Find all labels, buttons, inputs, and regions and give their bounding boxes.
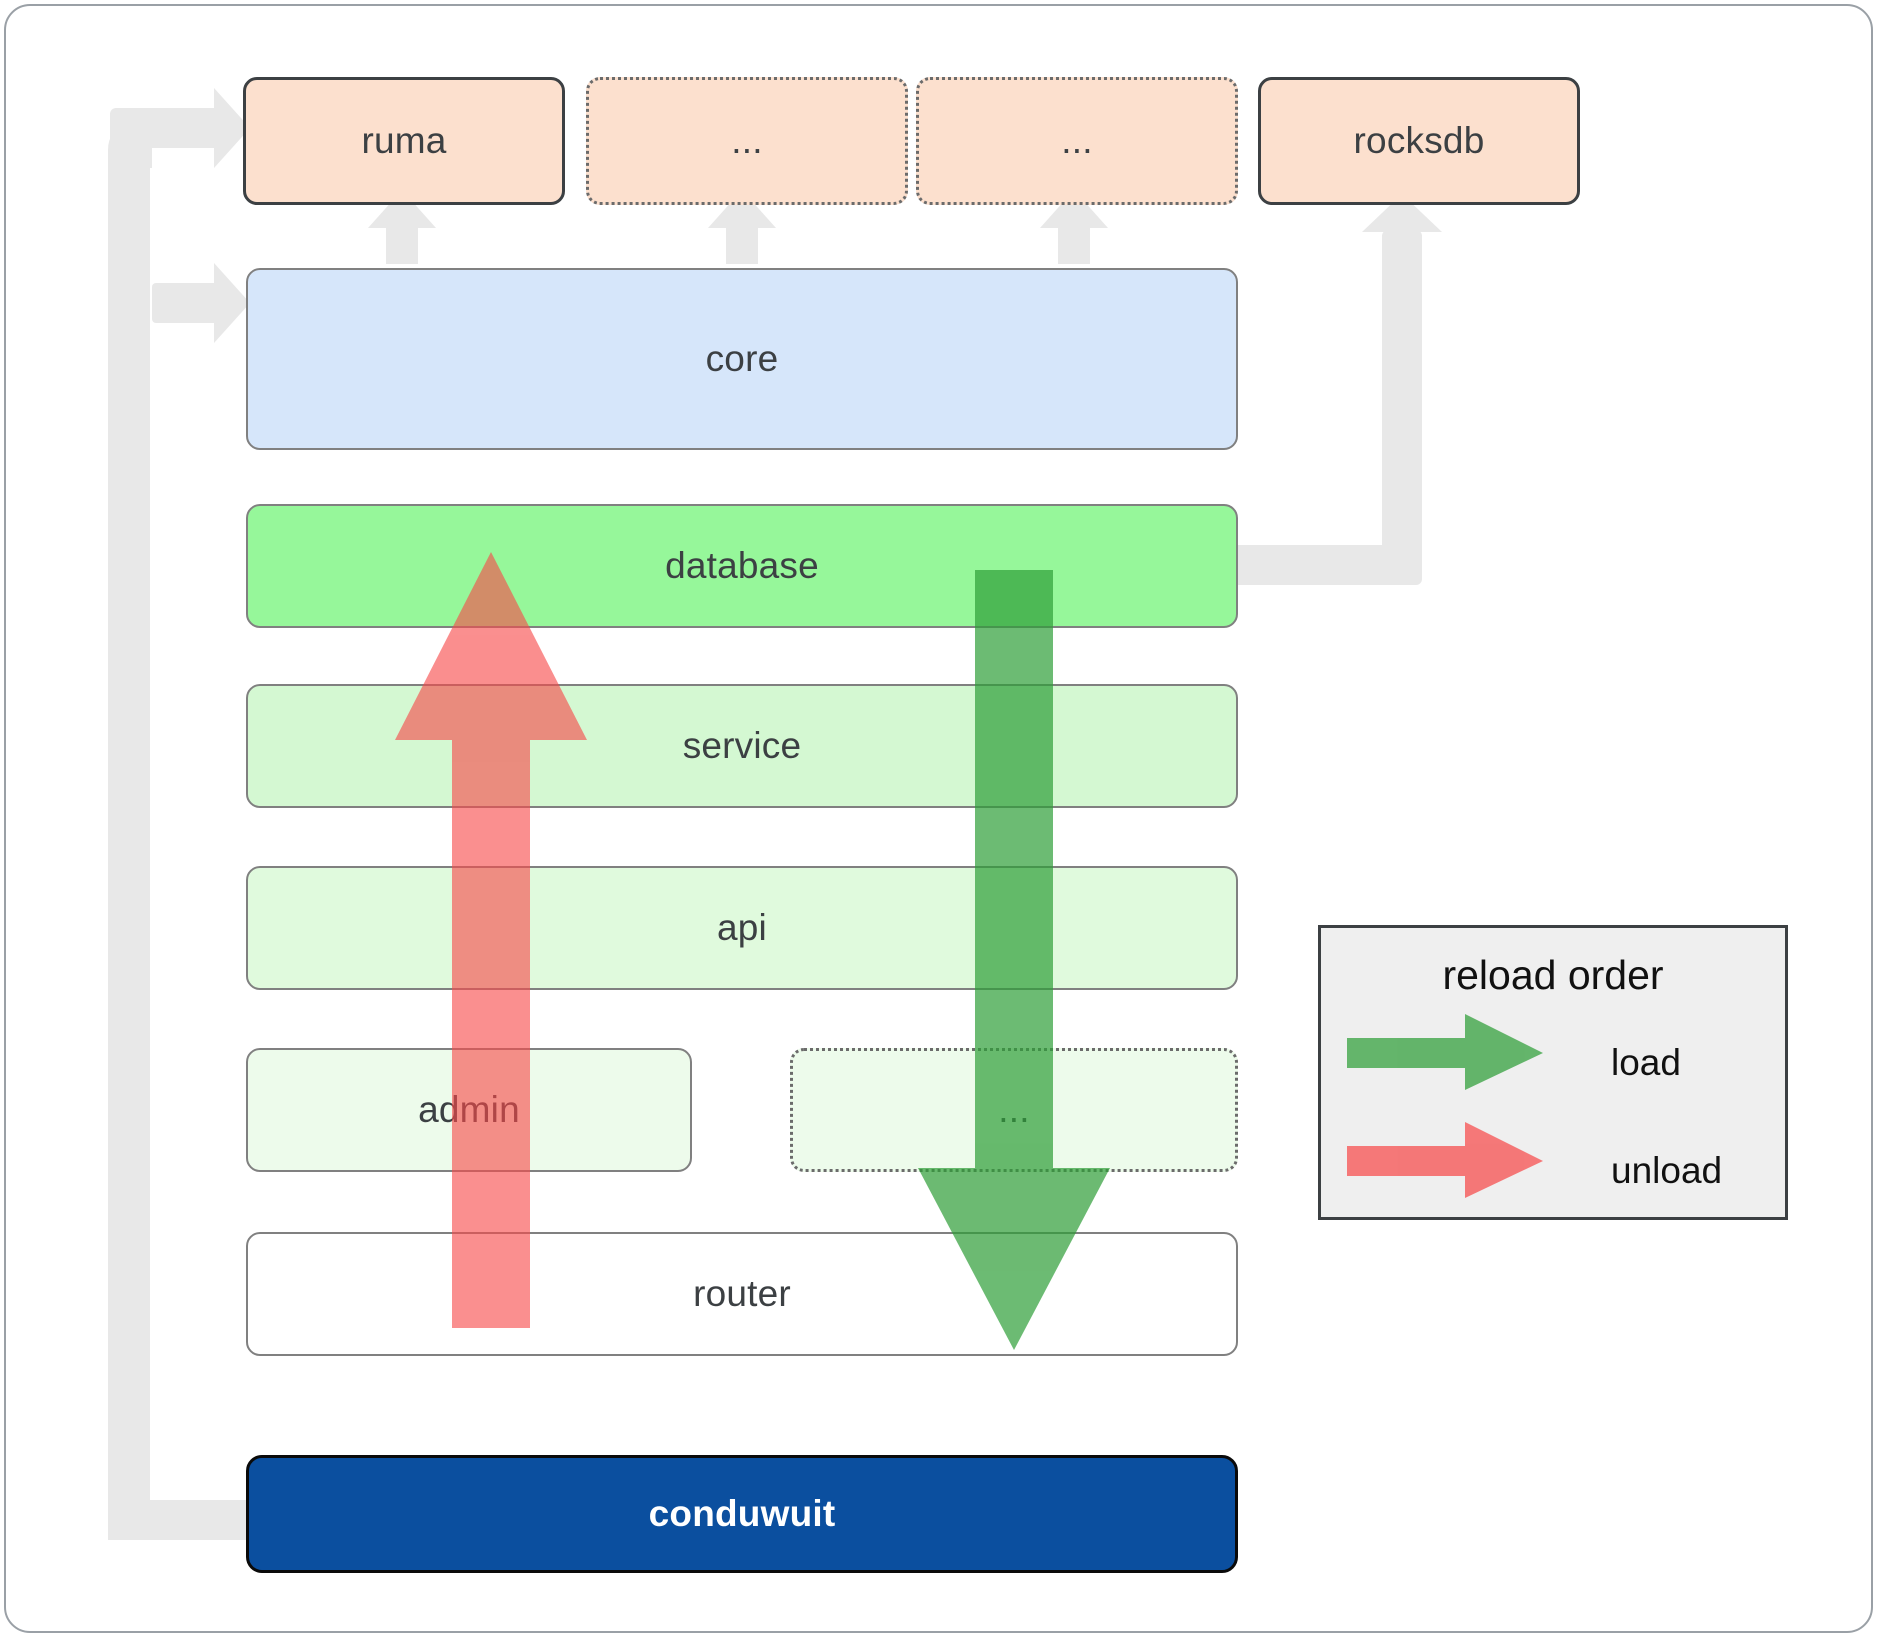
node-ruma-label: ruma	[361, 120, 447, 161]
node-router-label: router	[693, 1273, 791, 1314]
connector-core-to-ext2	[1040, 190, 1108, 264]
legend-row-load: load	[1321, 1014, 1785, 1122]
node-ext-placeholder-2-label: ...	[1061, 120, 1093, 161]
node-rocksdb[interactable]: rocksdb	[1258, 77, 1580, 205]
node-admin[interactable]: admin	[246, 1048, 692, 1172]
connector-branch-ruma-head	[214, 88, 250, 168]
connector-database-to-rocksdb	[1230, 194, 1442, 585]
legend-load-label: load	[1611, 1042, 1681, 1083]
node-core[interactable]: core	[246, 268, 1238, 450]
node-ext-placeholder-2[interactable]: ...	[916, 77, 1238, 205]
node-api[interactable]: api	[246, 866, 1238, 990]
connector-core-to-ext1	[708, 190, 776, 264]
legend-unload-arrow-icon	[1347, 1122, 1543, 1198]
node-admin-label: admin	[418, 1089, 520, 1130]
connector-branch-core-line	[152, 283, 230, 323]
connector-core-to-ruma	[368, 190, 436, 264]
node-ext-placeholder-1-label: ...	[731, 120, 763, 161]
connector-trunk-vertical	[110, 128, 150, 1540]
node-conduwuit-label: conduwuit	[648, 1493, 836, 1534]
node-ruma[interactable]: ruma	[243, 77, 565, 205]
connector-branch-core-head	[214, 263, 250, 343]
node-ext-placeholder-1[interactable]: ...	[586, 77, 908, 205]
connector-trunk-bottom	[110, 1500, 250, 1540]
legend-title: reload order	[1442, 952, 1664, 998]
node-rocksdb-label: rocksdb	[1353, 120, 1485, 161]
legend-panel: reload order load unload	[1318, 925, 1788, 1220]
node-core-label: core	[705, 338, 779, 379]
node-api-label: api	[717, 907, 767, 948]
node-database[interactable]: database	[246, 504, 1238, 628]
node-conduwuit[interactable]: conduwuit	[246, 1455, 1238, 1573]
node-database-label: database	[665, 545, 819, 586]
legend-row-unload: unload	[1321, 1122, 1785, 1230]
node-service-label: service	[682, 725, 802, 766]
node-service[interactable]: service	[246, 684, 1238, 808]
node-admin-placeholder[interactable]: ...	[790, 1048, 1238, 1172]
connector-branch-ruma-line	[110, 108, 230, 148]
node-admin-placeholder-label: ...	[998, 1089, 1030, 1130]
node-router[interactable]: router	[246, 1232, 1238, 1356]
legend-unload-label: unload	[1611, 1150, 1723, 1191]
legend-load-arrow-icon	[1347, 1014, 1543, 1090]
